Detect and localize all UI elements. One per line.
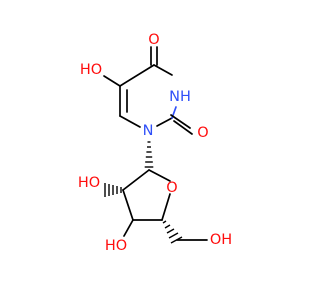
hydroxyl-label-c2prime: HO bbox=[78, 175, 100, 191]
bond-n3-c4 bbox=[153, 64, 173, 76]
bond-c4-c5 bbox=[119, 64, 155, 87]
bond-layer bbox=[103, 46, 208, 244]
nitrogen-label-n1: N bbox=[143, 123, 154, 139]
hydroxyl-label-c5: HO bbox=[80, 62, 102, 78]
oxygen-label-c2: O bbox=[197, 125, 208, 141]
hashed-wedge-c2prime-oh bbox=[104, 183, 122, 197]
oxygen-label-furanose: O bbox=[166, 180, 177, 196]
atom-label-layer: O NH O N HO O HO HO OH bbox=[78, 32, 232, 254]
bond-c2-o-double-b bbox=[173, 120, 193, 135]
bond-n1-c2 bbox=[156, 117, 173, 127]
hashed-wedge-n1-c1prime bbox=[144, 141, 154, 168]
bond-c3prime-c2prime bbox=[122, 189, 134, 221]
hydroxyl-label-ch2: OH bbox=[210, 232, 232, 248]
bond-c2prime-c1prime bbox=[122, 169, 150, 191]
bond-c5-oh bbox=[103, 75, 121, 87]
bond-o-c4prime bbox=[161, 193, 171, 221]
hydroxyl-label-c3prime: HO bbox=[105, 238, 127, 254]
bond-c1prime-o bbox=[148, 169, 171, 182]
bond-c2-o-double-a bbox=[170, 114, 191, 129]
molecule-structure-diagram: O NH O N HO O HO HO OH bbox=[78, 32, 232, 254]
bond-c6-n1 bbox=[119, 115, 141, 128]
bond-c3prime-oh bbox=[123, 219, 134, 237]
oxygen-label-c4: O bbox=[148, 32, 159, 48]
nh-label: NH bbox=[169, 89, 191, 105]
